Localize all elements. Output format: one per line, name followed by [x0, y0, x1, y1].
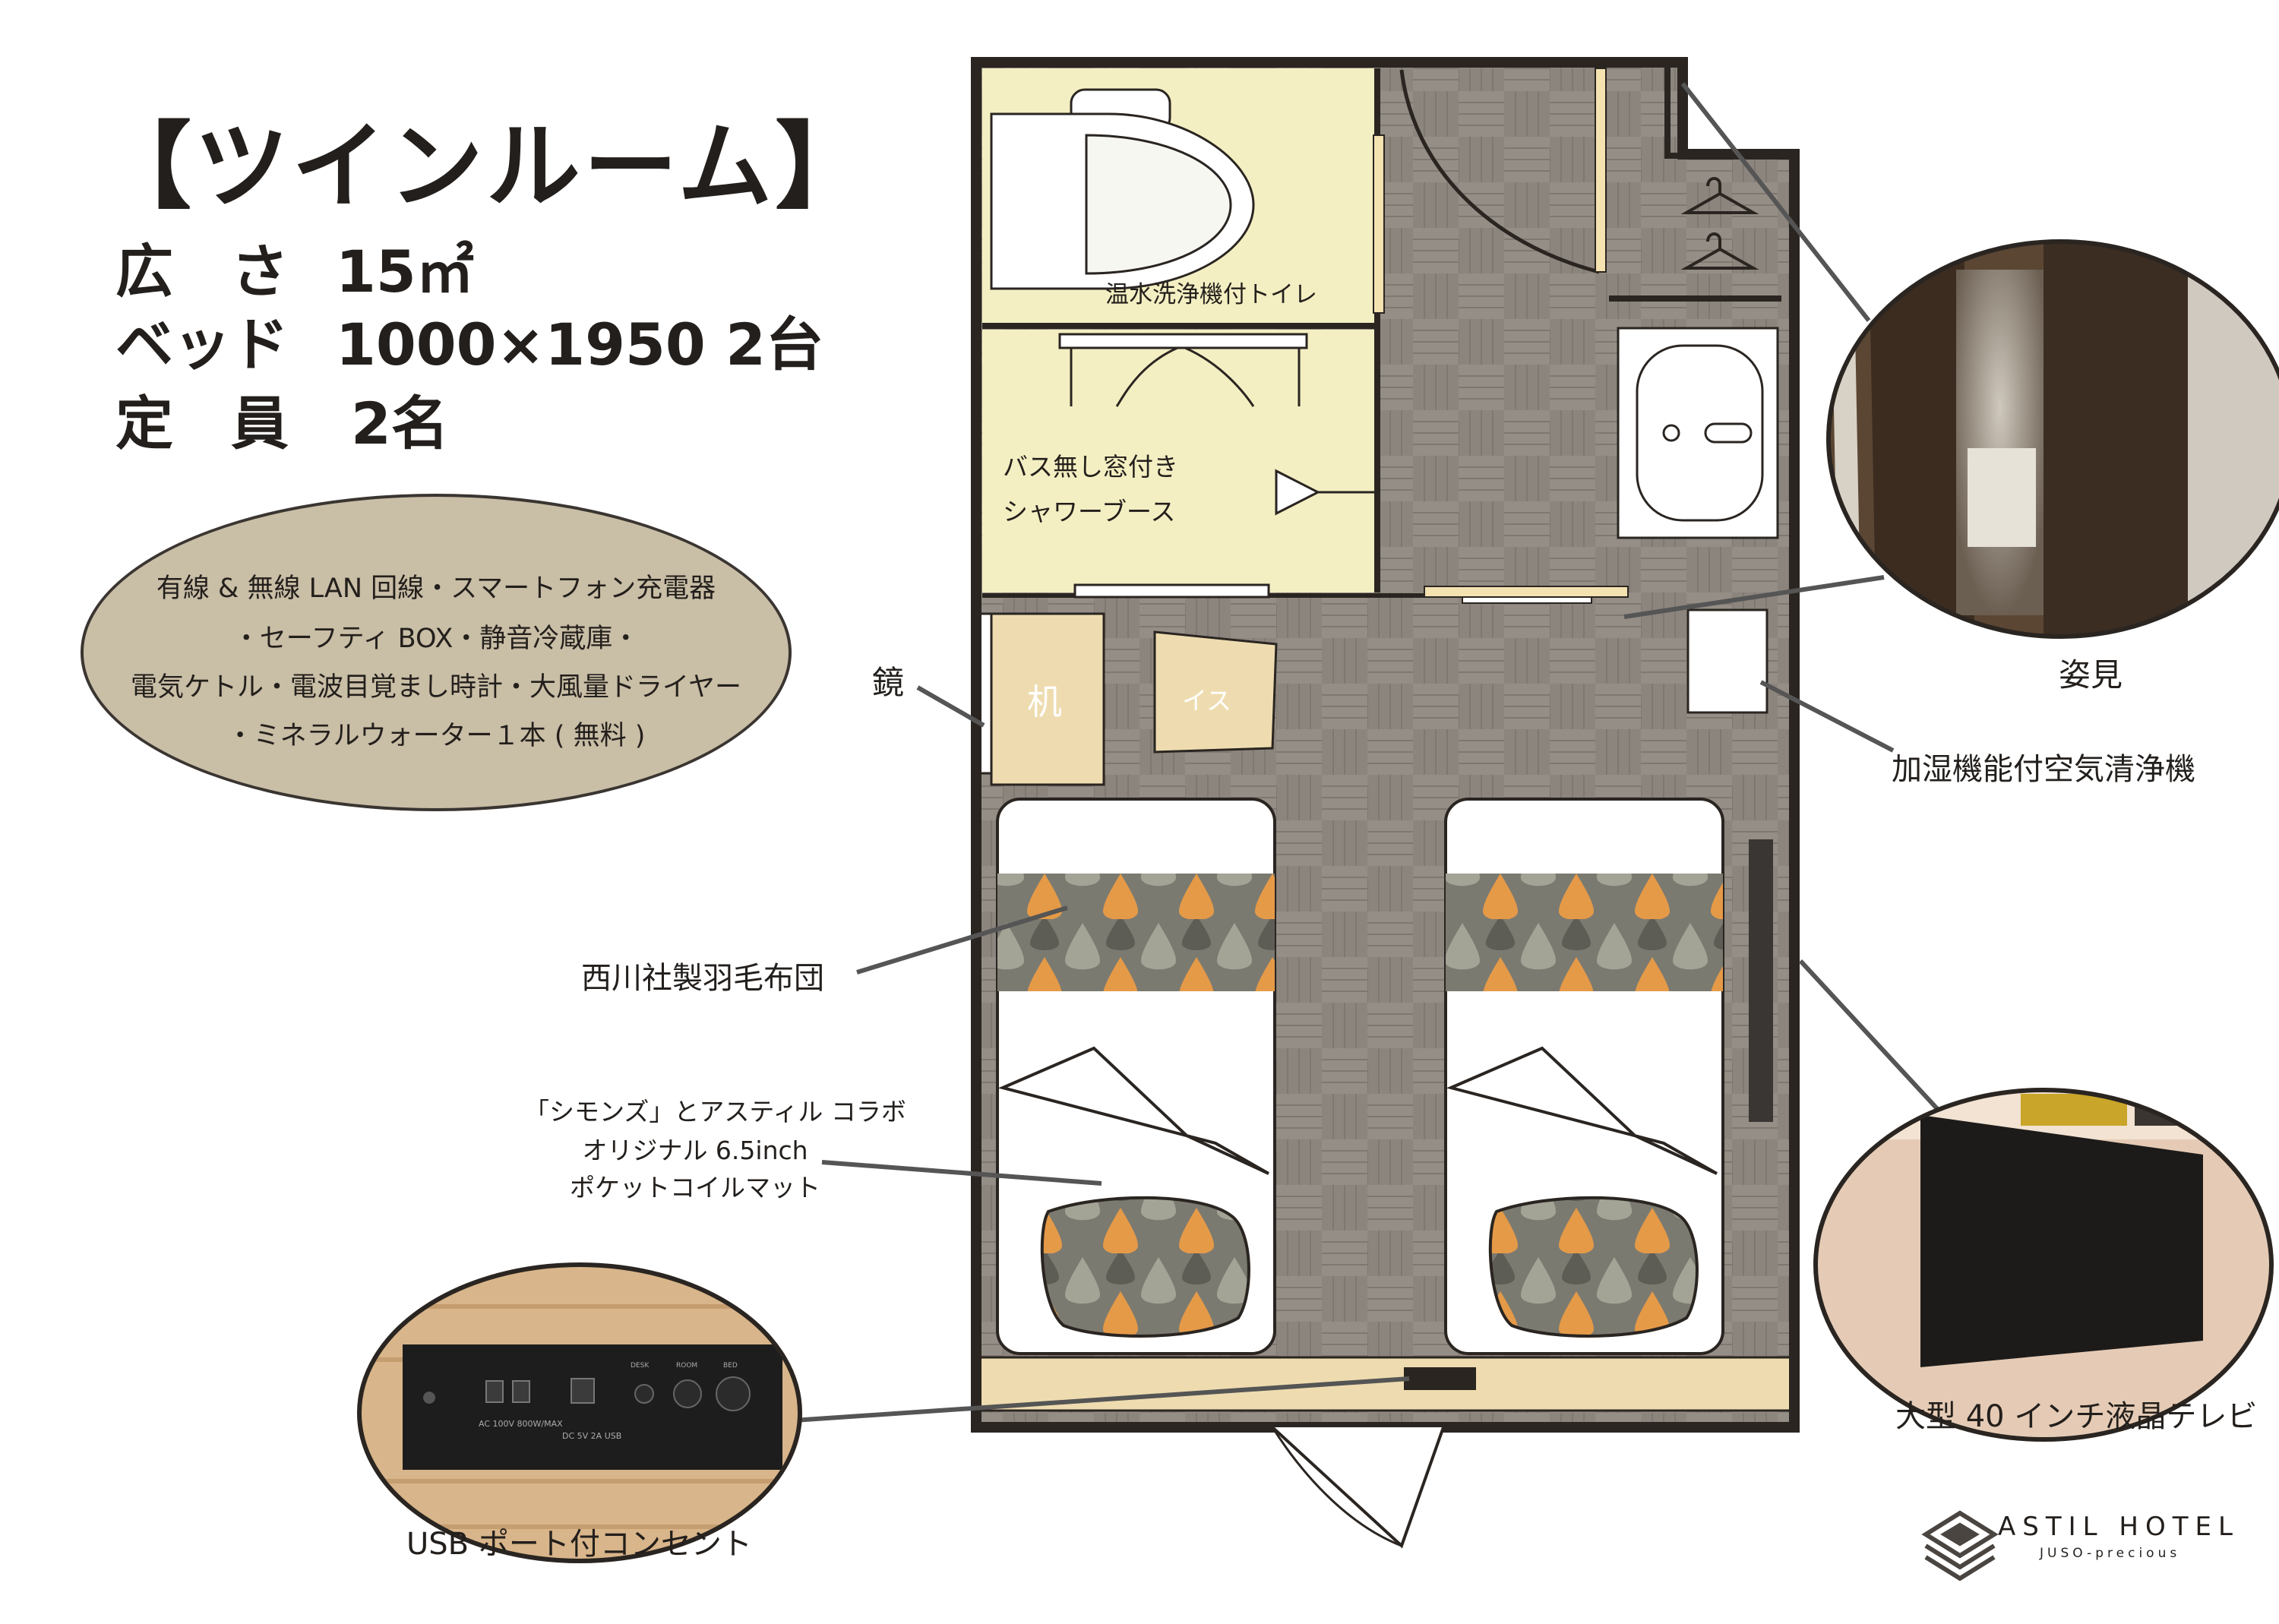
- mattress-label-1: 「シモンズ」とアスティル コラボ: [524, 1097, 906, 1126]
- spec-capacity-label: 定 員: [115, 390, 289, 457]
- spec-capacity: 定 員 2名: [115, 377, 449, 460]
- knob-bed-label: BED: [723, 1362, 738, 1370]
- brand-name: ASTIL HOTEL: [1998, 1512, 2239, 1542]
- amenities-panel: 有線 & 無線 LAN 回線・スマートフォン充電器 ・セーフティ BOX・静音冷…: [81, 494, 792, 811]
- brand-sub: JUSO-precious: [2040, 1546, 2181, 1561]
- spec-bed-value: 1000×1950 2台: [336, 311, 824, 378]
- shower-icon: [1058, 333, 1377, 516]
- hanger-icon: [1680, 177, 1759, 270]
- outer-wall: [971, 57, 1800, 1433]
- full-mirror-label: 姿見: [2059, 656, 2123, 694]
- shower-label-1: バス無し窓付き: [1003, 452, 1178, 482]
- chair-icon: [1153, 630, 1278, 754]
- usb-outlet-photo: AC 100V 800W/MAX DC 5V 2A USB DESK ROOM …: [359, 1265, 800, 1561]
- tv-label: 大型 40 インチ液晶テレビ: [1895, 1399, 2258, 1434]
- mattress-label-3: ポケットコイルマット: [570, 1173, 820, 1202]
- mirror-label: 鏡: [872, 664, 905, 701]
- amenity-line: ・セーフティ BOX・静音冷蔵庫・: [232, 624, 640, 654]
- amenity-line: 電気ケトル・電波目覚まし時計・大風量ドライヤー: [131, 672, 741, 703]
- spec-bed-label: ベッド: [115, 311, 289, 378]
- dc-label: DC 5V 2A USB: [562, 1431, 621, 1441]
- ac-label: AC 100V 800W/MAX: [479, 1419, 563, 1429]
- toilet-label: 温水洗浄機付トイレ: [1105, 281, 1317, 308]
- tv-icon: [1749, 839, 1773, 1122]
- spec-area-value: 15㎡: [336, 238, 474, 305]
- bed-right-icon: [1444, 798, 1724, 1355]
- astil-logo-icon: [1921, 1510, 1999, 1581]
- air-purifier-icon: [1686, 608, 1769, 714]
- outlet-panel-icon: [1404, 1367, 1476, 1390]
- toilet-icon: [990, 88, 1255, 290]
- desk-label: 机: [1027, 681, 1062, 722]
- chair-label: イス: [1182, 686, 1232, 716]
- air-purifier-label: 加湿機能付空気清浄機: [1892, 752, 2195, 787]
- spec-capacity-value: 2名: [351, 390, 449, 457]
- knob-room-label: ROOM: [676, 1362, 697, 1370]
- usb-outlet-label: USB ポート付コンセント: [406, 1527, 752, 1562]
- mattress-label-2: オリジナル 6.5inch: [582, 1136, 808, 1165]
- shower-label-2: シャワーブース: [1003, 497, 1176, 526]
- headboard: [975, 1356, 1796, 1412]
- mirror-photo: [1829, 242, 2279, 637]
- shower-room: [982, 330, 1377, 592]
- spec-bed: ベッド 1000×1950 2台: [115, 298, 823, 381]
- amenity-line: 有線 & 無線 LAN 回線・スマートフォン充電器: [156, 573, 716, 604]
- spec-area-label: 広 さ: [115, 238, 289, 305]
- amenity-line: ・ミネラルウォーター１本 ( 無料 ): [226, 721, 646, 751]
- bed-left-icon: [996, 798, 1276, 1355]
- page-title: 【ツインルーム】: [97, 112, 873, 222]
- desk-icon: [990, 612, 1105, 786]
- duvet-label: 西川社製羽毛布団: [581, 961, 824, 996]
- spec-area: 広 さ 15㎡: [115, 225, 474, 308]
- sink-icon: [1617, 327, 1779, 539]
- knob-desk-label: DESK: [631, 1362, 650, 1370]
